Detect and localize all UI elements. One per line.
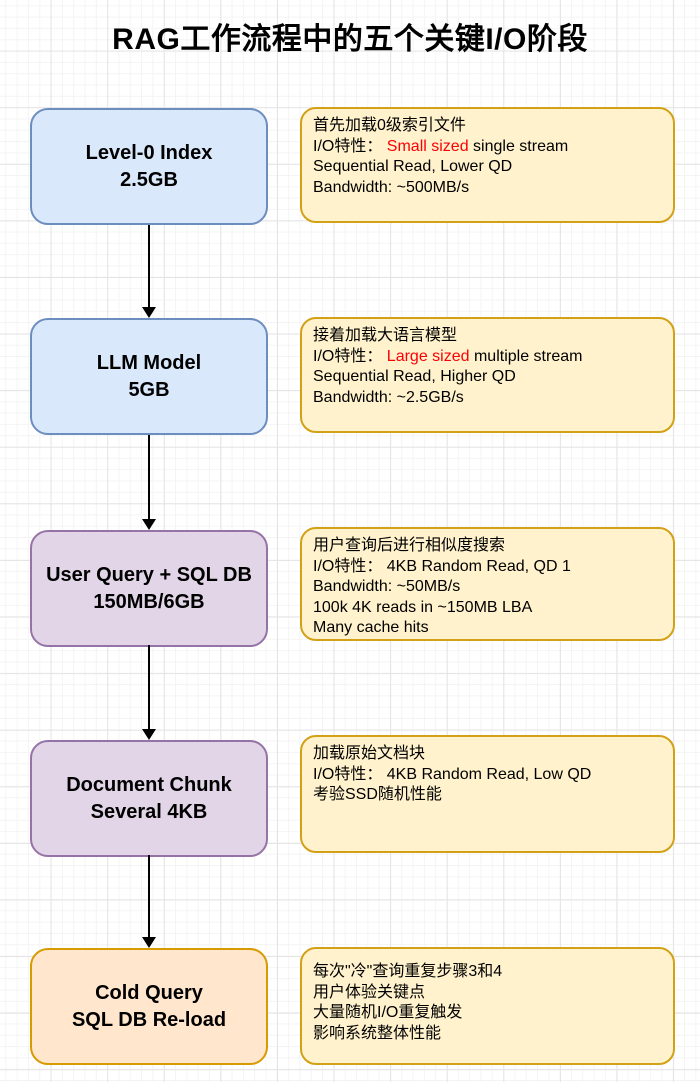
note-line: Sequential Read, Lower QD bbox=[313, 158, 513, 175]
note-line: Bandwidth: ~50MB/s bbox=[313, 578, 461, 595]
node-label-line1: Document Chunk bbox=[66, 773, 232, 796]
note-line: 每次"冷"查询重复步骤3和4 bbox=[313, 963, 503, 980]
note-document-chunk: 加载原始文档块 I/O特性： 4KB Random Read, Low QD 考… bbox=[300, 735, 675, 853]
node-label-line2: 2.5GB bbox=[120, 168, 178, 191]
flow-node-level0-index: Level-0 Index 2.5GB bbox=[30, 108, 268, 225]
arrow-line bbox=[148, 645, 150, 729]
node-label-line1: User Query + SQL DB bbox=[46, 563, 252, 586]
node-label-line2: 5GB bbox=[128, 378, 170, 401]
note-line: Bandwidth: ~500MB/s bbox=[313, 178, 470, 196]
flow-node-document-chunk: Document Chunk Several 4KB bbox=[30, 740, 268, 857]
note-line: 影响系统整体性能 bbox=[313, 1024, 442, 1042]
note-line: Bandwidth: ~2.5GB/s bbox=[313, 388, 464, 406]
arrow-line bbox=[148, 855, 150, 937]
note-line: I/O特性： Small sized single stream bbox=[313, 137, 569, 155]
note-line: 用户体验关键点 bbox=[313, 983, 426, 1001]
note-level0-index: 首先加载0级索引文件 I/O特性： Small sized single str… bbox=[300, 107, 675, 223]
note-line: I/O特性： Large sized multiple stream bbox=[313, 347, 583, 365]
flow-node-user-query: User Query + SQL DB 150MB/6GB bbox=[30, 530, 268, 647]
down-arrow-icon bbox=[142, 435, 156, 530]
flow-node-cold-query: Cold Query SQL DB Re-load bbox=[30, 948, 268, 1065]
note-line: 加载原始文档块 bbox=[313, 745, 426, 762]
page-title: RAG工作流程中的五个关键I/O阶段 bbox=[112, 23, 588, 56]
arrow-head bbox=[142, 519, 156, 530]
note-line: 接着加载大语言模型 bbox=[313, 327, 458, 344]
node-label-line1: LLM Model bbox=[96, 351, 202, 374]
note-highlight: Small sized bbox=[386, 137, 469, 155]
node-label-line1: Cold Query bbox=[95, 981, 203, 1004]
note-line: 用户查询后进行相似度搜索 bbox=[313, 537, 506, 554]
node-label-line2: 150MB/6GB bbox=[93, 590, 205, 613]
down-arrow-icon bbox=[142, 645, 156, 740]
note-line: 考验SSD随机性能 bbox=[313, 786, 442, 803]
note-line: 首先加载0级索引文件 bbox=[313, 117, 466, 134]
arrow-head bbox=[142, 729, 156, 740]
arrow-head bbox=[142, 307, 156, 318]
note-cold-query: 每次"冷"查询重复步骤3和4 用户体验关键点 大量随机I/O重复触发 影响系统整… bbox=[300, 947, 675, 1065]
node-label-line1: Level-0 Index bbox=[85, 141, 213, 164]
node-label-line2: SQL DB Re-load bbox=[71, 1008, 227, 1031]
note-line: 大量随机I/O重复触发 bbox=[313, 1004, 463, 1021]
note-highlight: Large sized bbox=[386, 347, 470, 365]
note-llm-model: 接着加载大语言模型 I/O特性： Large sized multiple st… bbox=[300, 317, 675, 433]
flow-node-llm-model: LLM Model 5GB bbox=[30, 318, 268, 435]
down-arrow-icon bbox=[142, 855, 156, 948]
arrow-line bbox=[148, 435, 150, 519]
arrow-head bbox=[142, 937, 156, 948]
note-line: I/O特性： 4KB Random Read, QD 1 bbox=[313, 557, 571, 575]
arrow-line bbox=[148, 225, 150, 307]
down-arrow-icon bbox=[142, 225, 156, 318]
note-line: Many cache hits bbox=[313, 619, 429, 636]
note-line: I/O特性： 4KB Random Read, Low QD bbox=[313, 765, 592, 783]
note-line: 100k 4K reads in ~150MB LBA bbox=[313, 598, 533, 616]
note-user-query: 用户查询后进行相似度搜索 I/O特性： 4KB Random Read, QD … bbox=[300, 527, 675, 641]
node-label-line2: Several 4KB bbox=[90, 800, 208, 823]
note-line: Sequential Read, Higher QD bbox=[313, 368, 516, 385]
